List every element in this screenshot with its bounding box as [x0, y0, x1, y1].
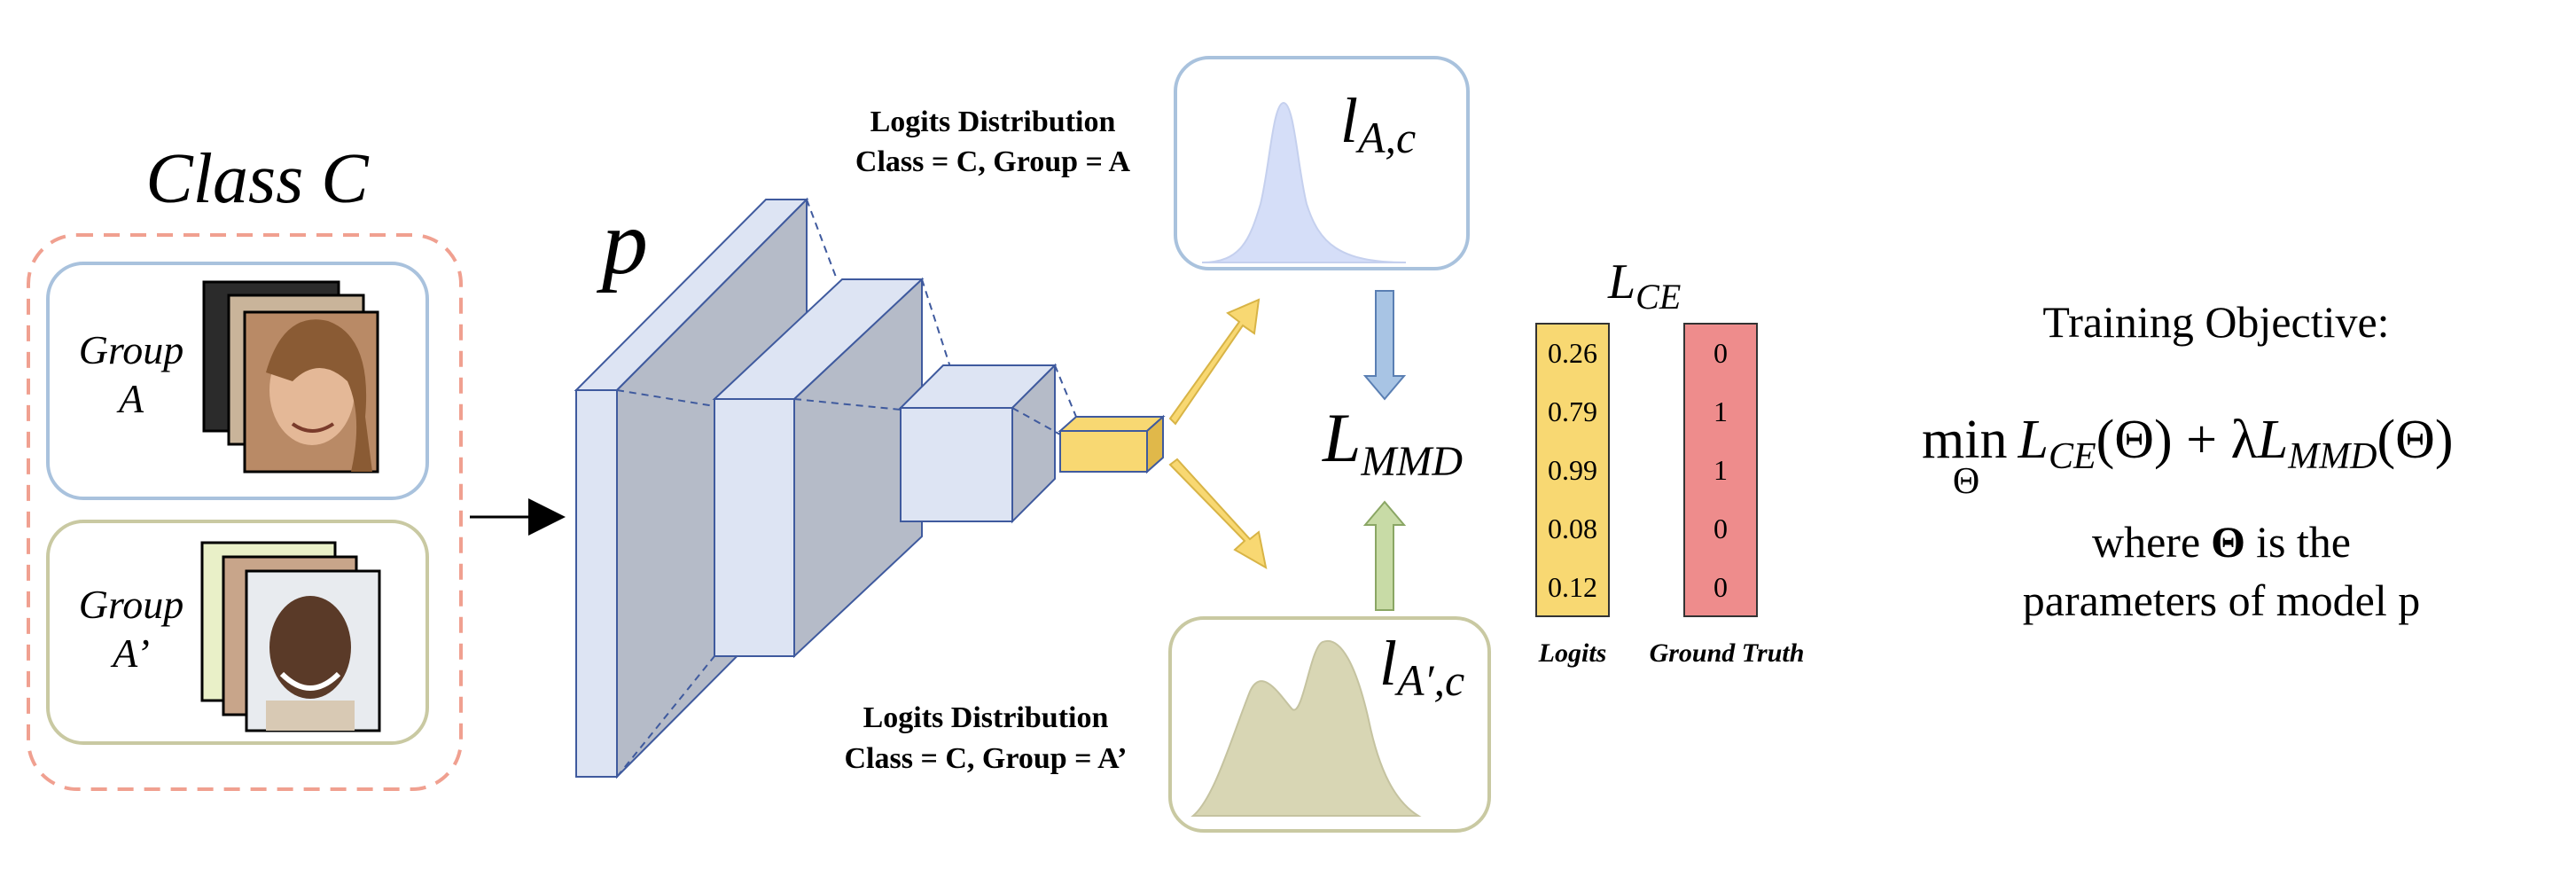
dist-top-caption-line2: Class = C, Group = A — [855, 145, 1131, 178]
ground-truth-value: 0 — [1713, 513, 1728, 544]
mmd-arrow-up — [1362, 500, 1407, 611]
network-layer-2 — [712, 277, 925, 659]
logits-label: Logits — [1538, 638, 1607, 668]
arrow-to-top-distribution — [1168, 298, 1261, 426]
logit-value: 0.79 — [1548, 395, 1597, 427]
network-model-p: p — [574, 192, 1166, 779]
network-layer-3 — [898, 363, 1058, 524]
ground-truth-column — [1683, 323, 1758, 617]
mmd-loss-label: LMMD — [1322, 399, 1463, 485]
logits-output-block — [1058, 414, 1166, 474]
objective-min-subscript: Θ — [1953, 461, 1979, 502]
ce-values: 0.26 0.79 0.99 0.08 0.12 0 1 1 0 0 — [1548, 337, 1728, 603]
objective-title: Training Objective: — [2042, 297, 2389, 347]
ground-truth-value: 0 — [1713, 337, 1728, 369]
group-a-label-line2: A — [116, 376, 144, 421]
group-a-prime-label-line1: Group — [79, 582, 183, 627]
group-a-box — [46, 262, 429, 500]
dist-top-box — [1174, 56, 1470, 270]
dist-bottom-caption-line2: Class = C, Group = A’ — [845, 742, 1128, 775]
group-a-label-line1: Group — [79, 327, 183, 372]
ground-truth-label: Ground Truth — [1650, 638, 1805, 668]
distribution-bottom: Logits Distribution Class = C, Group = A… — [845, 616, 1491, 833]
logits-column — [1535, 323, 1610, 617]
group-a-prime-photo-stack — [200, 541, 381, 732]
class-c-block: Class C Group A Group A’ — [27, 140, 463, 791]
class-c-title: Class C — [145, 140, 370, 218]
logit-value: 0.99 — [1548, 454, 1597, 486]
dist-top-symbol: lA,c — [1340, 85, 1416, 162]
logit-value: 0.12 — [1548, 571, 1597, 603]
dist-bottom-symbol: lA′,c — [1379, 628, 1464, 705]
ce-loss-label: LCE — [1607, 254, 1681, 317]
ground-truth-value: 0 — [1713, 571, 1728, 603]
dist-bottom-curve — [1190, 639, 1422, 817]
ground-truth-value: 1 — [1713, 395, 1728, 427]
logit-value: 0.26 — [1548, 337, 1597, 369]
mmd-arrow-down — [1362, 290, 1407, 401]
group-a-prime-label-line2: A’ — [110, 630, 150, 676]
arrow-to-bottom-distribution — [1168, 458, 1268, 569]
class-c-dashed-border — [27, 233, 463, 791]
dist-top-curve — [1201, 101, 1407, 263]
model-label: p — [596, 192, 648, 294]
dist-top-caption-line1: Logits Distribution — [870, 106, 1116, 138]
distribution-top: Logits Distribution Class = C, Group = A… — [855, 56, 1470, 270]
ce-loss-block: LCE 0.26 0.79 0.99 0.08 0.12 0 1 1 0 0 Logits Gro… — [1535, 254, 1805, 668]
logit-value: 0.08 — [1548, 513, 1597, 544]
group-a-photo-stack — [202, 280, 379, 474]
dist-bottom-caption-line1: Logits Distribution — [863, 701, 1109, 734]
group-a-prime-box — [46, 520, 429, 745]
objective-where-line2: parameters of model p — [2023, 575, 2420, 625]
ground-truth-value: 1 — [1713, 454, 1728, 486]
